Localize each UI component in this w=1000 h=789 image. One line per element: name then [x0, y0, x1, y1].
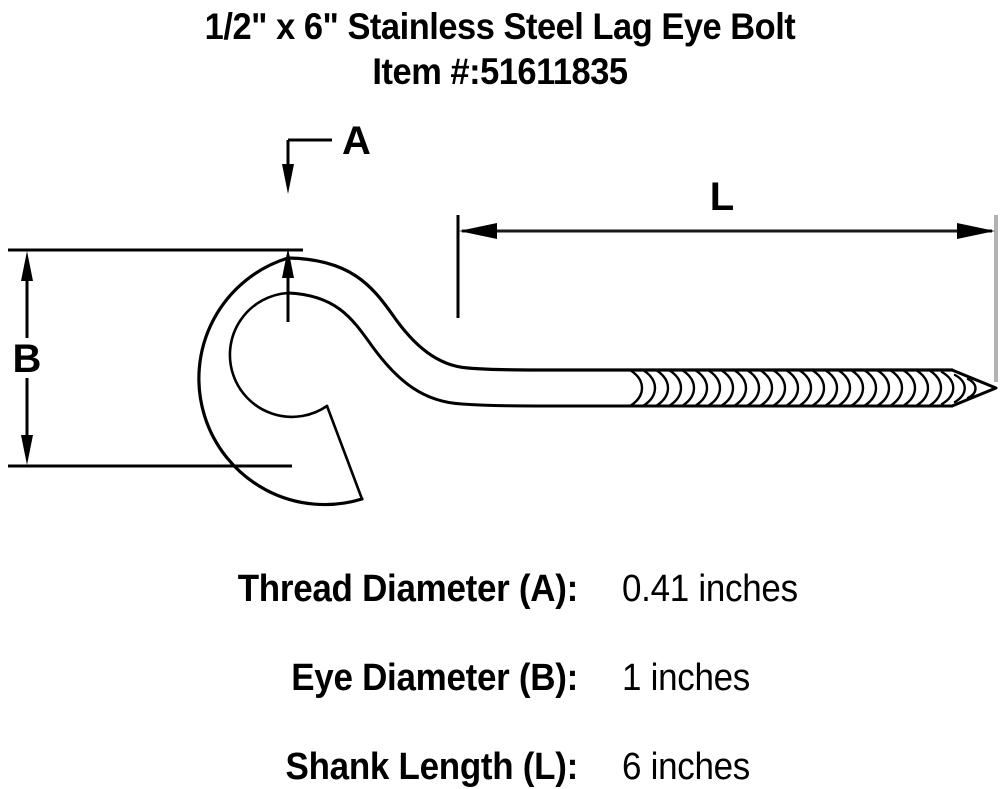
shank-point-tip [950, 368, 998, 408]
dimension-b: B [8, 248, 303, 468]
spec-value-eye-diameter: 1 inches [622, 657, 751, 699]
spec-label-eye-diameter: Eye Diameter (B): [291, 657, 578, 699]
dimension-a: A [282, 119, 371, 322]
technical-drawing: A B [0, 110, 1000, 540]
bolt-bend-top-edge [286, 256, 642, 372]
spec-value-shank-length: 6 inches [622, 746, 751, 788]
dimension-l-arrowhead-right [957, 223, 995, 239]
eye-ring-inner-arc [228, 291, 329, 419]
dimension-b-label: B [13, 337, 42, 381]
page-title: 1/2" x 6" Stainless Steel Lag Eye Bolt I… [0, 4, 1000, 94]
spec-label-shank-length: Shank Length (L): [285, 746, 579, 788]
dimension-l: L [456, 175, 998, 382]
product-title-line-1: 1/2" x 6" Stainless Steel Lag Eye Bolt [204, 6, 796, 47]
dimension-l-label: L [710, 175, 734, 219]
spec-value-thread-diameter: 0.41 inches [622, 568, 798, 610]
spec-row-eye-diameter: Eye Diameter (B): 1 inches [0, 634, 1000, 723]
bolt-bend-bottom-edge [286, 291, 642, 408]
spec-row-shank-length: Shank Length (L): 6 inches [0, 723, 1000, 789]
spec-row-thread-diameter: Thread Diameter (A): 0.41 inches [0, 545, 1000, 634]
eye-ring-cut-end [325, 404, 364, 501]
dimension-a-label: A [342, 119, 371, 163]
dimension-a-arrowhead-outer [282, 164, 294, 194]
eye-ring-outer-arc [197, 256, 364, 507]
dimension-l-arrowhead-left [459, 223, 497, 239]
specification-table: Thread Diameter (A): 0.41 inches Eye Dia… [0, 545, 1000, 789]
dimension-a-arrowhead-inner [282, 248, 294, 278]
dimension-b-arrowhead-top [21, 251, 33, 281]
thread-crest-arcs [628, 368, 977, 408]
dimension-b-arrowhead-bottom [21, 435, 33, 465]
product-item-number-line: Item #:51611835 [372, 51, 628, 92]
spec-label-thread-diameter: Thread Diameter (A): [237, 568, 579, 610]
eye-bolt-illustration [197, 256, 998, 507]
